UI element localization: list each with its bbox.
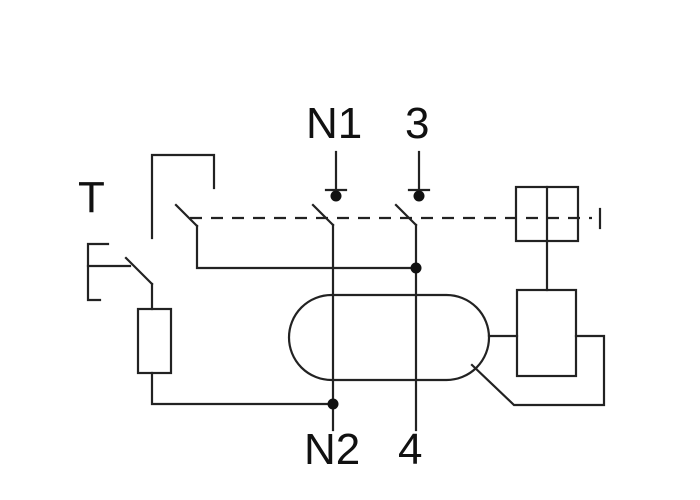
junction-dot-line: [410, 262, 422, 274]
test-button-bracket: [86, 242, 110, 302]
terminal-n1-dot: [330, 190, 342, 202]
test-button-switch: [124, 256, 154, 286]
terminal-label-n2: N2: [304, 425, 360, 474]
test-circuit-upper-wire: [195, 224, 418, 270]
test-contact-bracket: [150, 153, 216, 240]
terminal-label-3: 3: [405, 99, 429, 148]
test-button-label: T: [78, 173, 105, 222]
contact-l-switch: [394, 203, 418, 227]
terminal-label-4: 4: [398, 425, 422, 474]
terminal-label-n1: N1: [306, 99, 362, 148]
trip-relay-coil: [515, 288, 578, 378]
test-contact-switch: [174, 203, 199, 228]
current-transformer-core: [287, 293, 491, 382]
resistor-lead-bottom: [150, 371, 335, 406]
junction-dot-neutral: [327, 398, 339, 410]
terminal-3-dot: [413, 190, 425, 202]
test-resistor: [136, 307, 173, 375]
sense-winding-wire: [470, 334, 606, 407]
contact-n-switch: [311, 203, 335, 227]
